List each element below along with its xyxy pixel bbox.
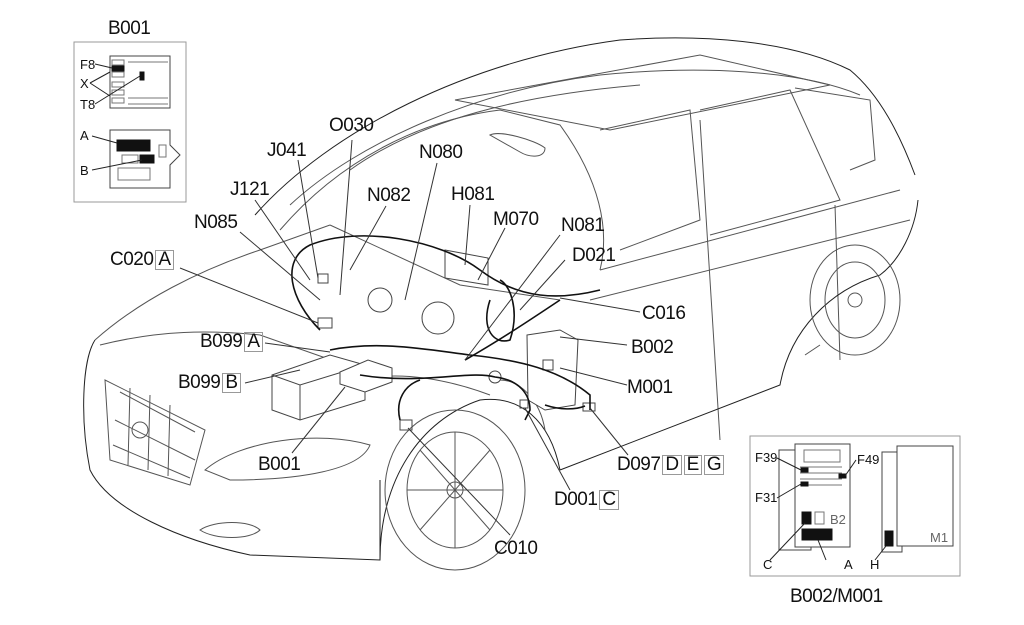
inset-label-x: X	[80, 76, 89, 91]
car-body-outline	[83, 37, 919, 571]
inset-label-t8: T8	[80, 97, 96, 112]
leader-d021	[519, 259, 566, 311]
callout-n085: N085	[194, 212, 238, 233]
callout-n080: N080	[419, 142, 463, 163]
callout-code: N082	[367, 185, 411, 206]
callout-code: N081	[561, 215, 605, 236]
connector-box: B	[222, 373, 241, 393]
inset-label-f49: F49	[857, 452, 880, 467]
callout-code: M001	[627, 377, 673, 398]
leader-j121	[254, 199, 311, 281]
leader-b002	[559, 336, 628, 346]
callout-j121: J121	[230, 179, 270, 200]
callout-code: B002	[631, 337, 674, 358]
connector-b	[139, 154, 155, 164]
callout-code: M070	[493, 209, 539, 230]
connector-a	[116, 139, 151, 152]
connector-box: D	[662, 455, 682, 475]
callout-code: N085	[194, 212, 238, 233]
leader-h081	[464, 204, 471, 266]
connector-box: A	[155, 250, 174, 270]
callout-code: H081	[451, 184, 495, 205]
fuse-f49	[838, 473, 847, 479]
callout-code: C016	[642, 303, 686, 324]
callout-code: D021	[572, 245, 616, 266]
callout-code: C010	[494, 538, 538, 559]
connector-h	[884, 530, 894, 547]
inset-label-f39: F39	[755, 450, 778, 465]
callout-b001: B001	[258, 454, 301, 475]
inset-label-a2: A	[844, 557, 853, 572]
callout-n081: N081	[561, 215, 605, 236]
connector-box: A	[244, 332, 263, 352]
inset-label-b2: B2	[830, 512, 846, 527]
leader-c020	[179, 267, 319, 324]
leader-c016	[559, 297, 641, 313]
callout-code: J041	[267, 140, 307, 161]
connector-box: C	[599, 490, 619, 510]
leader-d097	[589, 407, 629, 456]
leader-n080	[404, 162, 438, 301]
callout-code: B099	[178, 372, 221, 393]
inset-b002-m001	[749, 435, 961, 577]
leader-c010	[407, 427, 511, 536]
leader-b001	[291, 386, 346, 454]
callout-c010: C010	[494, 538, 538, 559]
callout-code: N080	[419, 142, 463, 163]
leader-j041	[297, 159, 319, 279]
callout-n082: N082	[367, 185, 411, 206]
leader-o030	[339, 139, 353, 296]
inset-label-b: B	[80, 163, 89, 178]
leader-b099a	[264, 342, 331, 353]
callout-code: B099	[200, 331, 243, 352]
callout-code: D001	[554, 489, 598, 510]
callout-code: J121	[230, 179, 270, 200]
callout-code: B001	[258, 454, 301, 475]
callout-b002: B002	[631, 337, 674, 358]
fuse-f31	[800, 481, 809, 487]
engine-bay-components	[271, 249, 596, 431]
inset-b001-title: B001	[108, 18, 151, 39]
connector-box: E	[683, 455, 702, 475]
callout-o030: O030	[329, 115, 374, 136]
leader-n081	[464, 234, 561, 361]
inset-label-f8: F8	[80, 57, 96, 72]
connector-c	[801, 511, 812, 525]
callout-c016: C016	[642, 303, 686, 324]
inset-label-h: H	[870, 557, 880, 572]
callout-d021: D021	[572, 245, 616, 266]
callout-m001: M001	[627, 378, 673, 398]
inset-b002-m001-title: B002/M001	[790, 586, 883, 607]
leader-b099b	[244, 369, 301, 384]
fuse-f8	[111, 65, 125, 72]
inset-label-c: C	[763, 557, 773, 572]
connector-box: G	[703, 455, 725, 475]
callout-code: D097	[617, 454, 661, 475]
leader-m070	[477, 227, 506, 281]
leader-n082	[349, 205, 387, 271]
fuse-f39	[800, 467, 809, 473]
callout-h081: H081	[451, 184, 495, 205]
callout-j041: J041	[267, 140, 307, 161]
relay-t8	[139, 71, 145, 81]
leader-d001	[524, 407, 571, 491]
inset-label-m1: M1	[930, 530, 949, 545]
callout-code: C020	[110, 249, 154, 270]
leader-m001	[559, 367, 628, 386]
inset-b001	[73, 41, 187, 203]
connector-a-b002	[801, 528, 833, 541]
callout-code: O030	[329, 115, 374, 136]
inset-label-a: A	[80, 128, 89, 143]
callout-m070: M070	[493, 210, 539, 230]
inset-label-f31: F31	[755, 490, 778, 505]
leader-lines	[179, 139, 641, 536]
leader-n085	[239, 231, 321, 301]
